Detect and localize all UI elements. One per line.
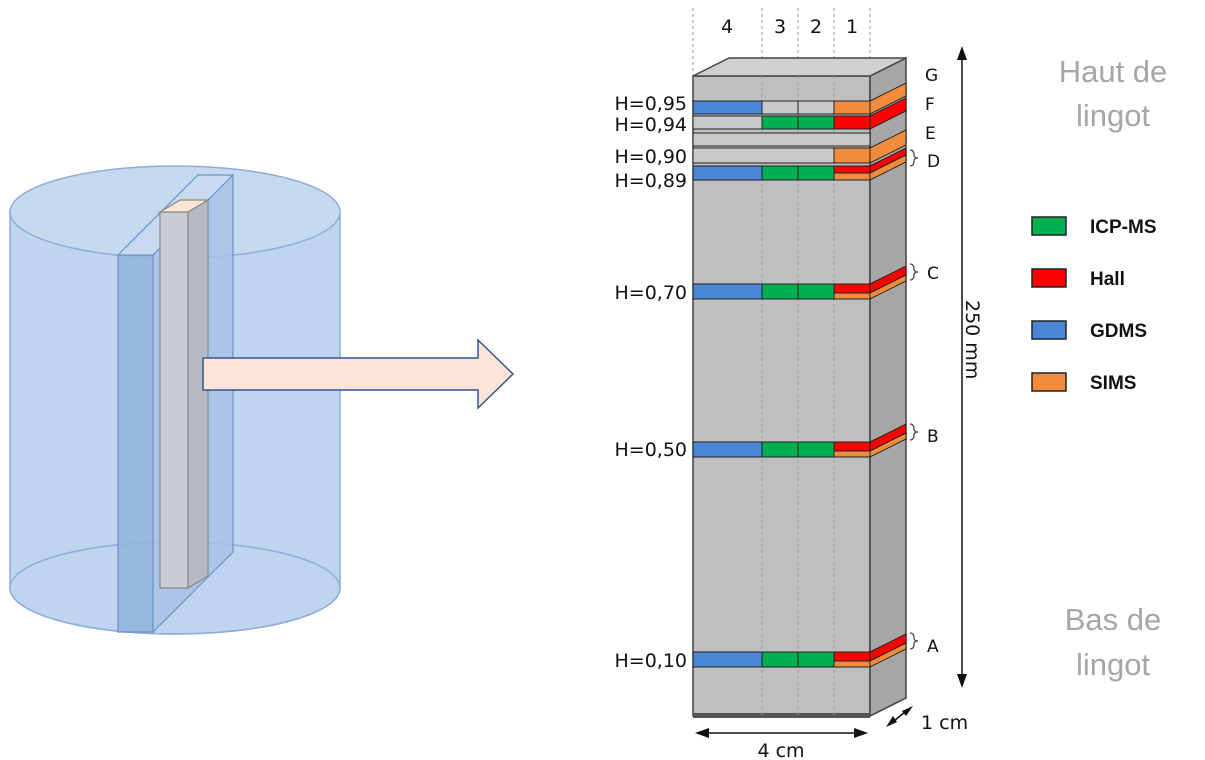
ingot-top-face xyxy=(692,57,907,77)
sample-letter: D xyxy=(927,152,940,172)
ingot-bar xyxy=(692,8,907,718)
width-dimension: 4 cm xyxy=(695,728,868,760)
slice-0.89 xyxy=(692,165,871,181)
height-label: H=0,89 xyxy=(614,170,687,192)
legend-label: Hall xyxy=(1090,269,1125,290)
sample-letter: B xyxy=(927,427,939,447)
legend-label: ICP-MS xyxy=(1090,217,1157,238)
slice-0.95 xyxy=(692,100,871,115)
legend: ICP-MS Hall GDMS SIMS xyxy=(1031,216,1157,394)
column-labels: 4 3 2 1 xyxy=(721,16,858,38)
legend-swatch-gdms xyxy=(1031,320,1067,340)
height-dimension-label: 250 mm xyxy=(961,300,983,379)
slice-0.90 xyxy=(692,147,871,164)
column-label: 1 xyxy=(846,16,858,38)
bar-face xyxy=(159,211,189,589)
legend-swatch-hall xyxy=(1031,268,1067,288)
bottom-label-line: Bas de xyxy=(1065,602,1162,637)
top-label-line: Haut de xyxy=(1059,54,1168,89)
legend-label: GDMS xyxy=(1090,321,1147,342)
column-label: 2 xyxy=(810,16,822,38)
legend-swatch-icp-ms xyxy=(1031,216,1067,236)
height-labels: H=0,95 H=0,94 H=0,90 H=0,89 H=0,70 H=0,5… xyxy=(614,93,687,672)
width-dimension-label: 4 cm xyxy=(757,740,804,760)
bottom-label-line: lingot xyxy=(1076,647,1150,682)
height-dimension: 250 mm xyxy=(957,46,983,688)
top-label-line: lingot xyxy=(1076,98,1150,133)
height-label: H=0,94 xyxy=(614,114,687,136)
bottom-side-label: Bas de lingot xyxy=(1065,602,1162,682)
slice-0.10 xyxy=(692,633,907,668)
top-side-label: Haut de lingot xyxy=(1059,54,1168,133)
column-label: 3 xyxy=(774,16,786,38)
sample-brackets xyxy=(909,149,919,650)
bar-top xyxy=(157,199,211,213)
bar-side xyxy=(187,198,209,590)
sample-letter: G xyxy=(925,66,938,86)
column-label: 4 xyxy=(721,16,733,38)
cylinder-illustration xyxy=(9,165,341,635)
depth-dimension-label: 1 cm xyxy=(921,712,968,734)
sample-letter: F xyxy=(925,95,935,115)
sample-letter: C xyxy=(927,264,939,284)
height-label: H=0,50 xyxy=(614,439,687,461)
height-label: H=0,90 xyxy=(614,146,687,168)
legend-label: SIMS xyxy=(1090,373,1136,394)
sample-letter: A xyxy=(927,637,939,657)
slice-0.94 xyxy=(692,115,871,130)
right-arrow-icon xyxy=(202,338,515,410)
height-label: H=0,10 xyxy=(614,650,687,672)
depth-dimension: 1 cm xyxy=(886,706,968,734)
sample-letter: E xyxy=(925,124,936,144)
height-label: H=0,95 xyxy=(614,93,687,115)
sample-letters: G F E D C B A xyxy=(925,66,940,657)
slab-face xyxy=(117,254,154,633)
legend-swatch-sims xyxy=(1031,372,1067,392)
height-label: H=0,70 xyxy=(614,282,687,304)
slice-0.70 xyxy=(692,265,907,300)
slice-0.50 xyxy=(692,423,907,458)
